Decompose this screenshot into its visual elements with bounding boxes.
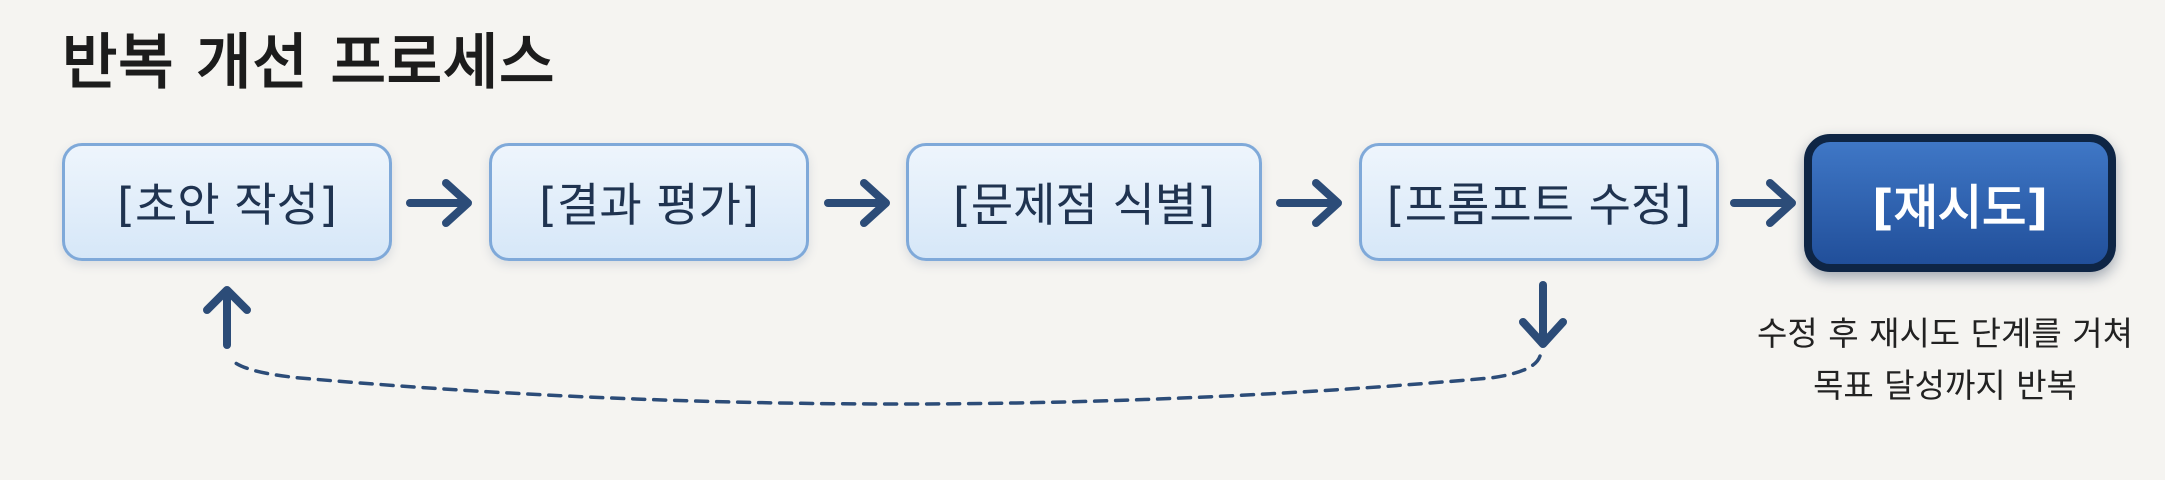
step-draft: [초안 작성] xyxy=(62,143,392,261)
arrow-4-icon xyxy=(1730,179,1796,227)
step-identify-label: [문제점 식별] xyxy=(952,178,1216,232)
retry-note-line2: 목표 달성까지 반복 xyxy=(1813,366,2077,405)
step-retry-label: [재시도] xyxy=(1871,180,2049,236)
step-evaluate-label: [결과 평가] xyxy=(539,178,759,232)
step-draft-label: [초안 작성] xyxy=(117,178,337,232)
step-identify: [문제점 식별] xyxy=(906,143,1262,261)
step-retry: [재시도] xyxy=(1804,134,2116,272)
retry-note: 수정 후 재시도 단계를 거쳐 목표 달성까지 반복 xyxy=(1745,308,2145,412)
diagram-title: 반복 개선 프로세스 xyxy=(62,28,556,98)
retry-note-line1: 수정 후 재시도 단계를 거쳐 xyxy=(1757,314,2133,353)
arrow-3-icon xyxy=(1276,179,1342,227)
step-evaluate: [결과 평가] xyxy=(489,143,809,261)
feedback-loop-dashed-line xyxy=(228,354,1542,406)
step-revise-label: [프롬프트 수정] xyxy=(1386,178,1692,232)
arrow-down-icon xyxy=(1519,281,1567,348)
arrow-2-icon xyxy=(824,179,890,227)
arrow-up-icon xyxy=(203,286,251,349)
arrow-1-icon xyxy=(406,179,472,227)
step-revise: [프롬프트 수정] xyxy=(1359,143,1719,261)
